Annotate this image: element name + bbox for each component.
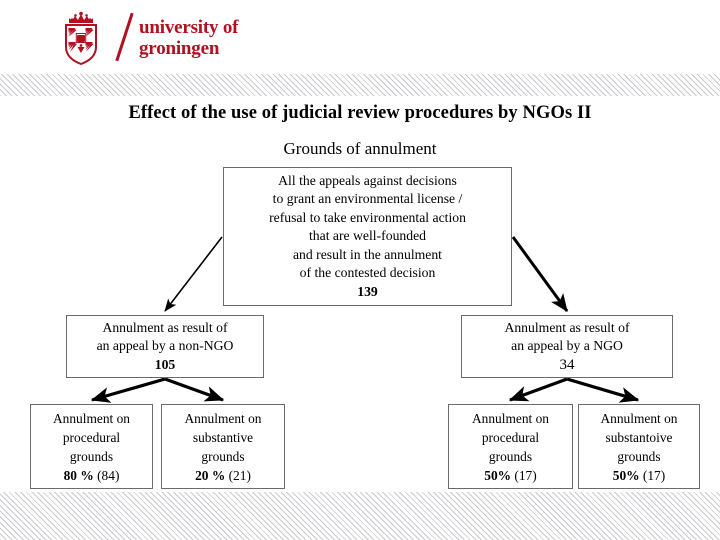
node-count: (21) [228, 467, 251, 483]
node-percent: 50% [484, 467, 512, 483]
node-value: 105 [154, 356, 176, 372]
node-line: Annulment as result of [504, 319, 630, 335]
node-stat: 80 % (84) [64, 466, 120, 485]
node-line: refusal to take environmental action [269, 209, 466, 225]
node-value: 139 [357, 283, 378, 299]
hatch-band-top [0, 74, 720, 96]
node-line: substantoive [605, 429, 673, 445]
connector-nonngo-to-procedural [90, 377, 166, 403]
university-of-groningen-crest-icon [57, 11, 105, 67]
node-non-ngo-substantive-grounds: Annulment on substantive grounds 20 % (2… [161, 404, 285, 489]
node-ngo-procedural-grounds: Annulment on procedural grounds 50% (17) [448, 404, 573, 489]
node-stat: 50% (17) [484, 466, 536, 485]
connector-root-to-nonngo [164, 236, 223, 312]
university-logo: university of groningen [57, 8, 317, 70]
node-ngo-substantive-grounds: Annulment on substantoive grounds 50% (1… [578, 404, 700, 489]
node-line: grounds [69, 448, 114, 464]
node-line: Annulment on [184, 410, 262, 426]
node-line: and result in the annulment [292, 246, 442, 262]
logo-wordmark-line-2: groningen [139, 38, 220, 59]
node-line: grounds [617, 448, 661, 464]
node-value: 34 [559, 356, 575, 373]
logo-slash-icon [115, 12, 134, 62]
connector-nonngo-to-substantive [164, 377, 225, 402]
node-line: Annulment on [53, 410, 130, 426]
node-annulment-non-ngo: Annulment as result of an appeal by a no… [66, 315, 264, 378]
node-all-appeals: All the appeals against decisions to gra… [223, 167, 512, 306]
node-line: Annulment on [600, 410, 678, 426]
node-stat: 50% (17) [613, 466, 665, 485]
node-line: All the appeals against decisions [278, 172, 457, 188]
slide-title: Effect of the use of judicial review pro… [128, 103, 592, 123]
node-count: (84) [97, 467, 120, 483]
logo-wordmark: university of groningen [139, 17, 238, 59]
node-line: grounds [201, 448, 245, 464]
node-line: that are well-founded [308, 228, 427, 244]
slide-subtitle: Grounds of annulment [283, 139, 437, 158]
node-count: (17) [514, 467, 537, 483]
logo-wordmark-line-1: university of [139, 17, 239, 38]
node-percent: 80 % [63, 467, 94, 483]
node-percent: 50% [612, 467, 640, 483]
node-line: procedural [481, 429, 540, 445]
node-count: (17) [642, 467, 666, 483]
node-line: to grant an environmental license / [272, 191, 463, 207]
node-annulment-ngo: Annulment as result of an appeal by a NG… [461, 315, 673, 378]
node-non-ngo-procedural-grounds: Annulment on procedural grounds 80 % (84… [30, 404, 153, 489]
node-line: substantive [192, 429, 254, 445]
connector-ngo-to-substantive [566, 377, 640, 403]
node-line: Annulment as result of [102, 319, 228, 335]
hatch-band-bottom [0, 492, 720, 540]
node-line: Annulment on [472, 410, 549, 426]
node-line: an appeal by a non-NGO [96, 338, 234, 354]
connector-ngo-to-procedural [508, 377, 568, 402]
node-line: of the contested decision [299, 265, 436, 281]
node-stat: 20 % (21) [195, 466, 251, 485]
node-line: an appeal by a NGO [511, 338, 623, 354]
node-line: grounds [488, 448, 533, 464]
node-line: procedural [62, 429, 121, 445]
node-percent: 20 % [195, 467, 226, 483]
connector-root-to-ngo [511, 236, 569, 312]
